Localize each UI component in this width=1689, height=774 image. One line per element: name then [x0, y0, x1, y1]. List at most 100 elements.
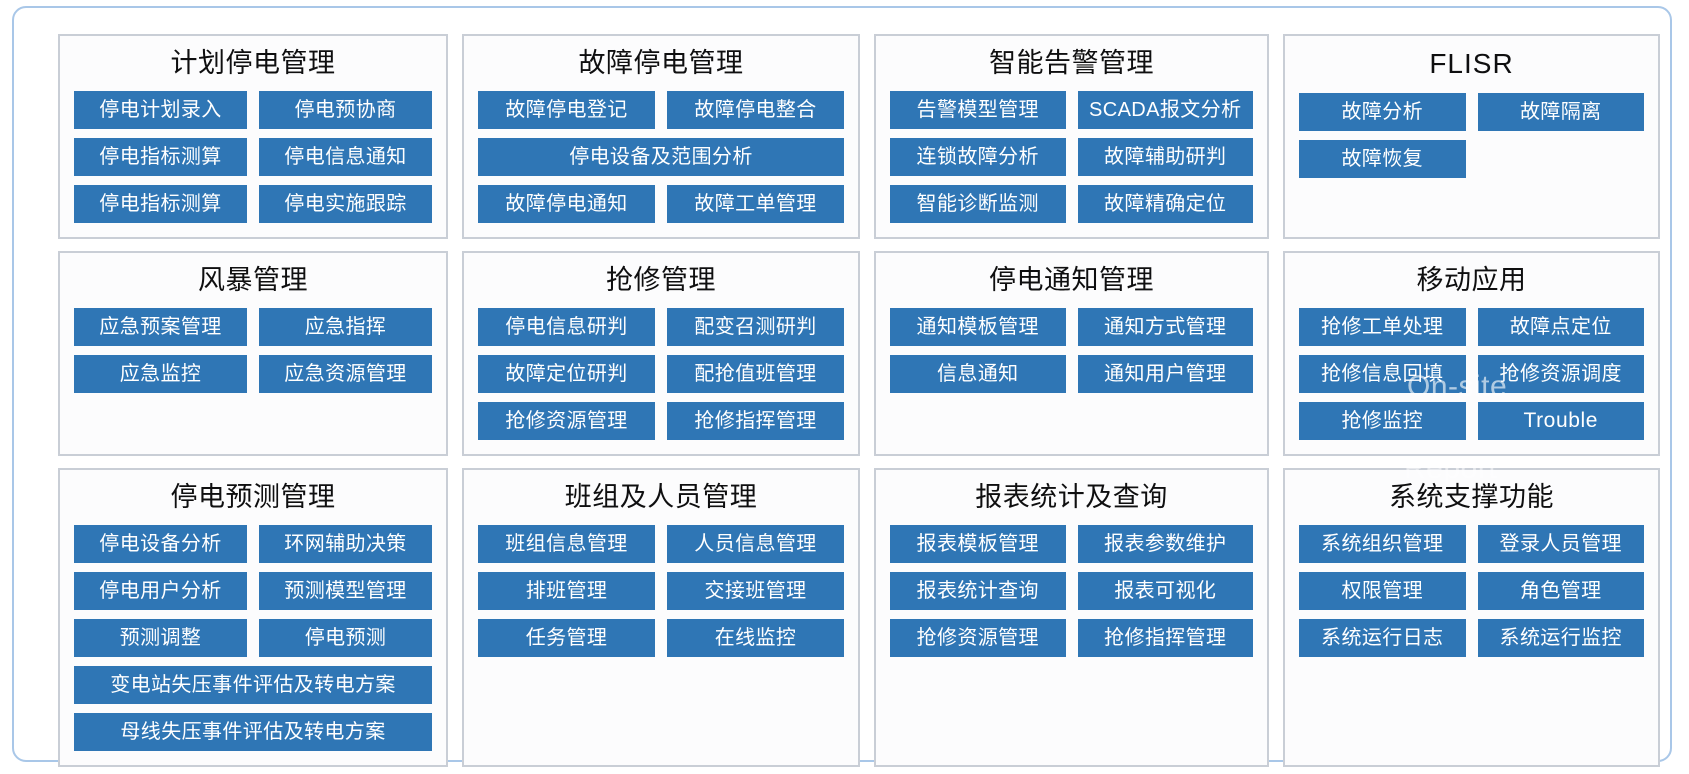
module-button[interactable]: 交接班管理	[667, 572, 844, 611]
panel-team-and-personnel-management: 班组及人员管理班组信息管理人员信息管理排班管理交接班管理任务管理在线监控	[462, 468, 860, 768]
panel-button-grid: 故障分析故障隔离故障恢复	[1299, 92, 1644, 178]
module-button[interactable]: 应急资源管理	[259, 355, 432, 394]
panel-flisr: FLISR 故障分析故障隔离故障恢复	[1283, 34, 1660, 240]
panel-button-grid: 应急预案管理应急指挥应急监控应急资源管理	[74, 308, 432, 394]
module-button[interactable]: 信息通知	[890, 355, 1066, 394]
panel-title: 系统支撑功能	[1389, 482, 1554, 513]
module-button[interactable]: 抢修资源管理	[890, 619, 1066, 658]
module-button[interactable]: 停电指标测算	[74, 138, 247, 177]
module-button[interactable]: 系统运行日志	[1299, 619, 1466, 658]
panel-button-grid: 抢修工单处理故障点定位抢修信息回填抢修资源调度抢修监控 Trouble	[1299, 308, 1644, 441]
module-button[interactable]: 应急预案管理	[74, 308, 247, 347]
module-button[interactable]: 故障精确定位	[1077, 185, 1253, 224]
module-button[interactable]: 智能诊断监测	[890, 185, 1066, 224]
module-button[interactable]: 权限管理	[1299, 572, 1466, 611]
module-button[interactable]: 报表模板管理	[890, 525, 1066, 564]
module-button[interactable]: 故障点定位	[1477, 308, 1644, 347]
panel-button-grid: 告警模型管理 SCADA报文分析连锁故障分析故障辅助研判智能诊断监测故障精确定位	[890, 91, 1253, 224]
module-button[interactable]: 角色管理	[1477, 572, 1644, 611]
panel-outage-forecast-management: 停电预测管理停电设备分析环网辅助决策停电用户分析预测模型管理预测调整停电预测变电…	[58, 468, 448, 768]
panel-title: 风暴管理	[198, 265, 308, 296]
module-button[interactable]: 系统组织管理	[1299, 525, 1466, 564]
panel-fault-outage-management: 故障停电管理故障停电登记故障停电整合停电设备及范围分析故障停电通知故障工单管理	[462, 34, 860, 240]
module-button[interactable]: 预测调整	[74, 619, 247, 658]
panel-button-grid: 停电信息研判配变召测研判故障定位研判配抢值班管理抢修资源管理抢修指挥管理	[478, 308, 844, 441]
module-button[interactable]: 配变召测研判	[667, 308, 844, 347]
panel-title: 故障停电管理	[578, 48, 744, 78]
module-button[interactable]: 配抢值班管理	[667, 355, 844, 394]
module-button[interactable]: 停电预测	[259, 619, 432, 658]
module-button[interactable]: 抢修资源管理	[478, 402, 655, 441]
module-button[interactable]: 停电信息通知	[259, 138, 432, 177]
panel-planned-outage-management: 计划停电管理停电计划录入停电预协商停电指标测算停电信息通知停电指标测算停电实施跟…	[58, 34, 448, 240]
function-module-board: 计划停电管理停电计划录入停电预协商停电指标测算停电信息通知停电指标测算停电实施跟…	[58, 34, 1660, 768]
panel-button-grid: 系统组织管理登录人员管理权限管理角色管理系统运行日志系统运行监控	[1299, 525, 1644, 658]
module-button[interactable]: 应急监控	[74, 355, 247, 394]
application-frame: 计划停电管理停电计划录入停电预协商停电指标测算停电信息通知停电指标测算停电实施跟…	[12, 6, 1672, 768]
module-button[interactable]: 停电指标测算	[74, 185, 247, 224]
panel-button-grid: 停电计划录入停电预协商停电指标测算停电信息通知停电指标测算停电实施跟踪	[74, 91, 432, 224]
module-button[interactable]: 停电设备及范围分析	[478, 138, 844, 177]
module-button[interactable]: 停电用户分析	[74, 572, 247, 611]
panel-button-grid: 班组信息管理人员信息管理排班管理交接班管理任务管理在线监控	[478, 525, 844, 658]
panel-system-support-functions: 系统支撑功能系统组织管理登录人员管理权限管理角色管理系统运行日志系统运行监控	[1283, 468, 1660, 768]
module-button[interactable]: 变电站失压事件评估及转电方案	[74, 666, 432, 705]
module-button[interactable]: 报表参数维护	[1077, 525, 1253, 564]
panel-title: 停电通知管理	[989, 265, 1154, 296]
panel-report-statistics-and-query: 报表统计及查询报表模板管理报表参数维护报表统计查询报表可视化抢修资源管理抢修指挥…	[874, 468, 1269, 768]
panel-title: FLISR	[1429, 48, 1514, 79]
module-button[interactable]: 故障停电登记	[478, 91, 655, 130]
module-button[interactable]: 应急指挥	[259, 308, 432, 347]
module-button[interactable]: 通知模板管理	[890, 308, 1066, 347]
module-button[interactable]: 通知用户管理	[1077, 355, 1253, 394]
module-button[interactable]: 故障恢复	[1299, 139, 1466, 178]
panel-title: 报表统计及查询	[975, 482, 1168, 513]
module-button[interactable]: 任务管理	[478, 619, 655, 658]
module-button[interactable]: 抢修监控	[1299, 402, 1466, 441]
panel-storm-management: 风暴管理应急预案管理应急指挥应急监控应急资源管理	[58, 251, 448, 457]
module-button[interactable]: 抢修指挥管理	[1077, 619, 1253, 658]
module-button[interactable]: 故障停电整合	[667, 91, 844, 130]
module-button[interactable]: 故障隔离	[1477, 92, 1644, 131]
module-button[interactable]: 停电计划录入	[74, 91, 247, 130]
module-button[interactable]: 母线失压事件评估及转电方案	[74, 713, 432, 752]
module-button[interactable]: 预测模型管理	[259, 572, 432, 611]
module-button[interactable]: 停电预协商	[259, 91, 432, 130]
module-button[interactable]: 报表可视化	[1077, 572, 1253, 611]
panel-title: 智能告警管理	[989, 48, 1154, 78]
module-button[interactable]: 排班管理	[478, 572, 655, 611]
panel-emergency-repair-management: 抢修管理停电信息研判配变召测研判故障定位研判配抢值班管理抢修资源管理抢修指挥管理	[462, 251, 860, 457]
module-button[interactable]: 告警模型管理	[890, 91, 1066, 130]
module-button[interactable]: 人员信息管理	[667, 525, 844, 564]
panel-title: 班组及人员管理	[564, 482, 758, 513]
panel-mobile-application: 移动应用抢修工单处理故障点定位抢修信息回填抢修资源调度抢修监控 Trouble	[1283, 251, 1660, 457]
module-button[interactable]: 抢修信息回填	[1299, 355, 1466, 394]
module-button[interactable]: 抢修资源调度	[1477, 355, 1644, 394]
panel-title: 移动应用	[1416, 265, 1527, 296]
module-button[interactable]: 在线监控	[667, 619, 844, 658]
module-button[interactable]: SCADA报文分析	[1077, 91, 1253, 130]
module-button[interactable]: 报表统计查询	[890, 572, 1066, 611]
module-button[interactable]: 故障分析	[1299, 92, 1466, 131]
module-button[interactable]: 连锁故障分析	[890, 138, 1066, 177]
module-button[interactable]: 停电实施跟踪	[259, 185, 432, 224]
module-button[interactable]: 故障定位研判	[478, 355, 655, 394]
module-button[interactable]: 登录人员管理	[1477, 525, 1644, 564]
module-button[interactable]: 故障工单管理	[667, 185, 844, 224]
module-button[interactable]: 系统运行监控	[1477, 619, 1644, 658]
module-button[interactable]: 抢修工单处理	[1299, 308, 1466, 347]
panel-button-grid: 通知模板管理通知方式管理信息通知通知用户管理	[890, 308, 1253, 394]
panel-intelligent-alarm-management: 智能告警管理告警模型管理 SCADA报文分析连锁故障分析故障辅助研判智能诊断监测故…	[874, 34, 1269, 240]
module-button[interactable]: 通知方式管理	[1077, 308, 1253, 347]
module-button[interactable]: 抢修指挥管理	[667, 402, 844, 441]
module-button[interactable]: 停电信息研判	[478, 308, 655, 347]
module-button[interactable]: 故障停电通知	[478, 185, 655, 224]
module-button[interactable]: 故障辅助研判	[1077, 138, 1253, 177]
module-button[interactable]: Trouble	[1477, 402, 1644, 441]
module-button[interactable]: 停电设备分析	[74, 525, 247, 564]
module-button[interactable]: 环网辅助决策	[259, 525, 432, 564]
panel-button-grid: 故障停电登记故障停电整合停电设备及范围分析故障停电通知故障工单管理	[478, 91, 844, 224]
panel-button-grid: 停电设备分析环网辅助决策停电用户分析预测模型管理预测调整停电预测变电站失压事件评…	[74, 525, 432, 752]
panel-title: 停电预测管理	[170, 482, 336, 513]
module-button[interactable]: 班组信息管理	[478, 525, 655, 564]
